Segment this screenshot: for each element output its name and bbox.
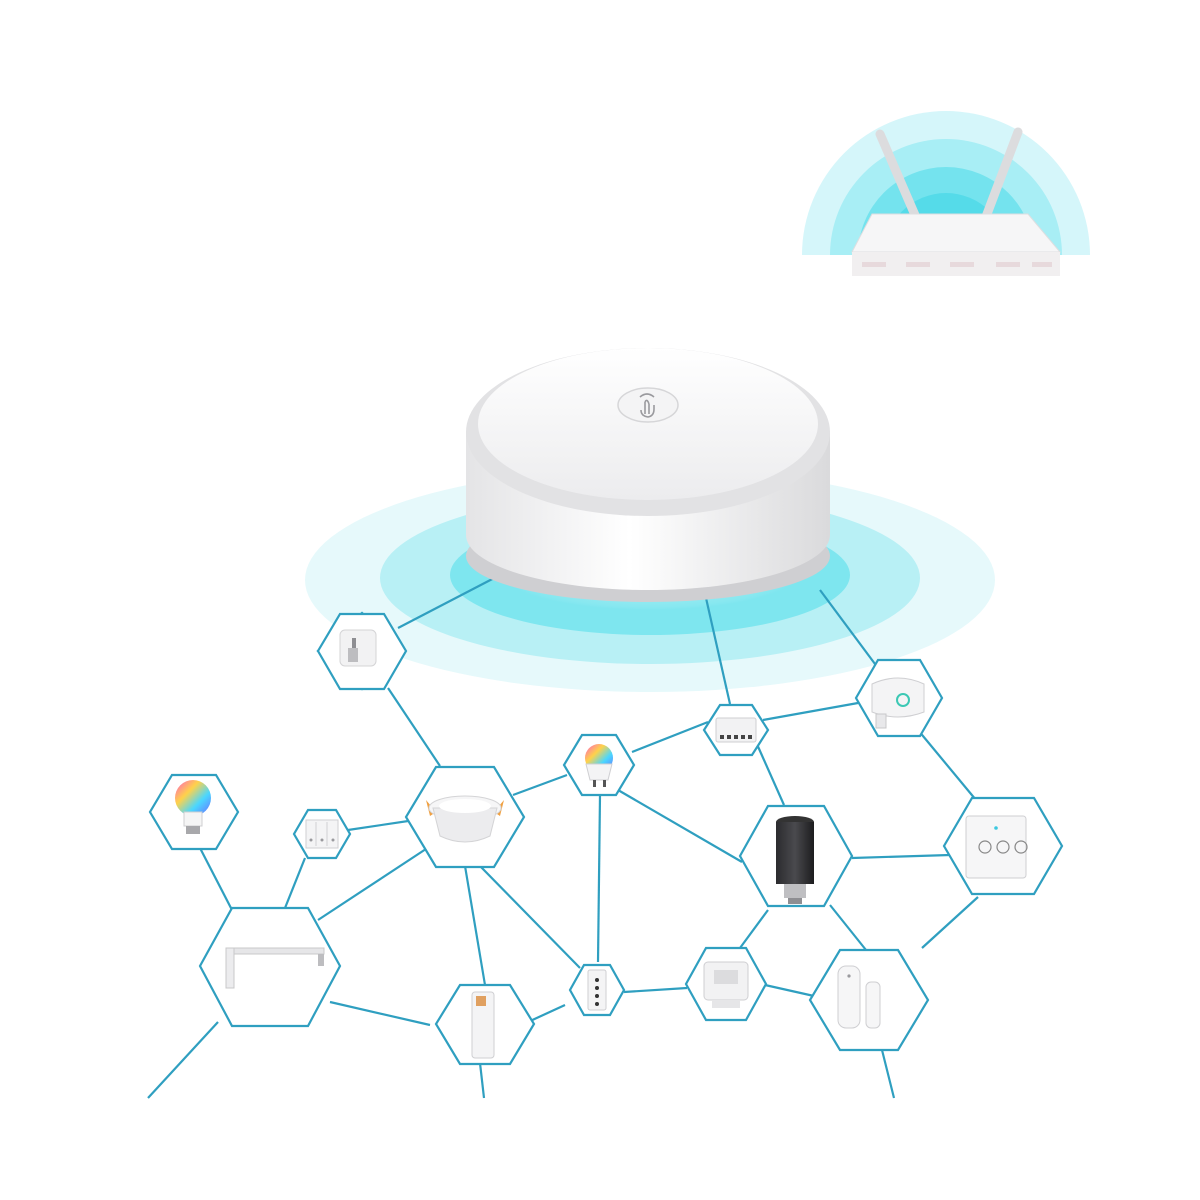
device-smart-bulb	[148, 773, 240, 851]
device-remote-control	[568, 963, 626, 1017]
device-smart-plug	[854, 658, 944, 738]
curtain-switch-icon	[965, 815, 1028, 879]
touch-gesture-icon	[639, 393, 655, 418]
device-downlight	[404, 765, 526, 869]
cube-sensor-icon	[339, 629, 377, 667]
radiator-valve-icon	[776, 816, 814, 904]
device-nodes	[148, 611, 1064, 1066]
thermostat-icon	[703, 961, 749, 1008]
device-curtain-track	[198, 906, 342, 1028]
device-blind-motor	[434, 983, 536, 1066]
door-sensor-icon	[837, 965, 881, 1029]
curtain-track-icon	[225, 947, 325, 989]
wall-switch-icon	[305, 819, 339, 849]
spotlight-icon	[585, 744, 613, 787]
remote-control-icon	[587, 969, 607, 1011]
downlight-icon	[426, 795, 504, 843]
device-relay-module	[702, 703, 770, 757]
relay-module-icon	[715, 717, 757, 743]
smart-hub	[466, 348, 830, 602]
device-gu10-spot	[562, 733, 636, 797]
device-wall-switch-triple	[292, 808, 352, 860]
smart-plug-icon	[871, 677, 925, 729]
device-door-sensor	[808, 948, 930, 1052]
device-cube-sensor	[316, 611, 408, 691]
blind-motor-icon	[471, 991, 495, 1059]
network-links	[147, 574, 979, 1099]
device-curtain-switch	[942, 796, 1064, 896]
wifi-router	[802, 111, 1090, 276]
device-thermostat	[684, 946, 768, 1022]
rgb-bulb-icon	[175, 780, 211, 834]
device-radiator-valve	[738, 804, 854, 908]
wifi-router-icon	[851, 127, 1062, 276]
